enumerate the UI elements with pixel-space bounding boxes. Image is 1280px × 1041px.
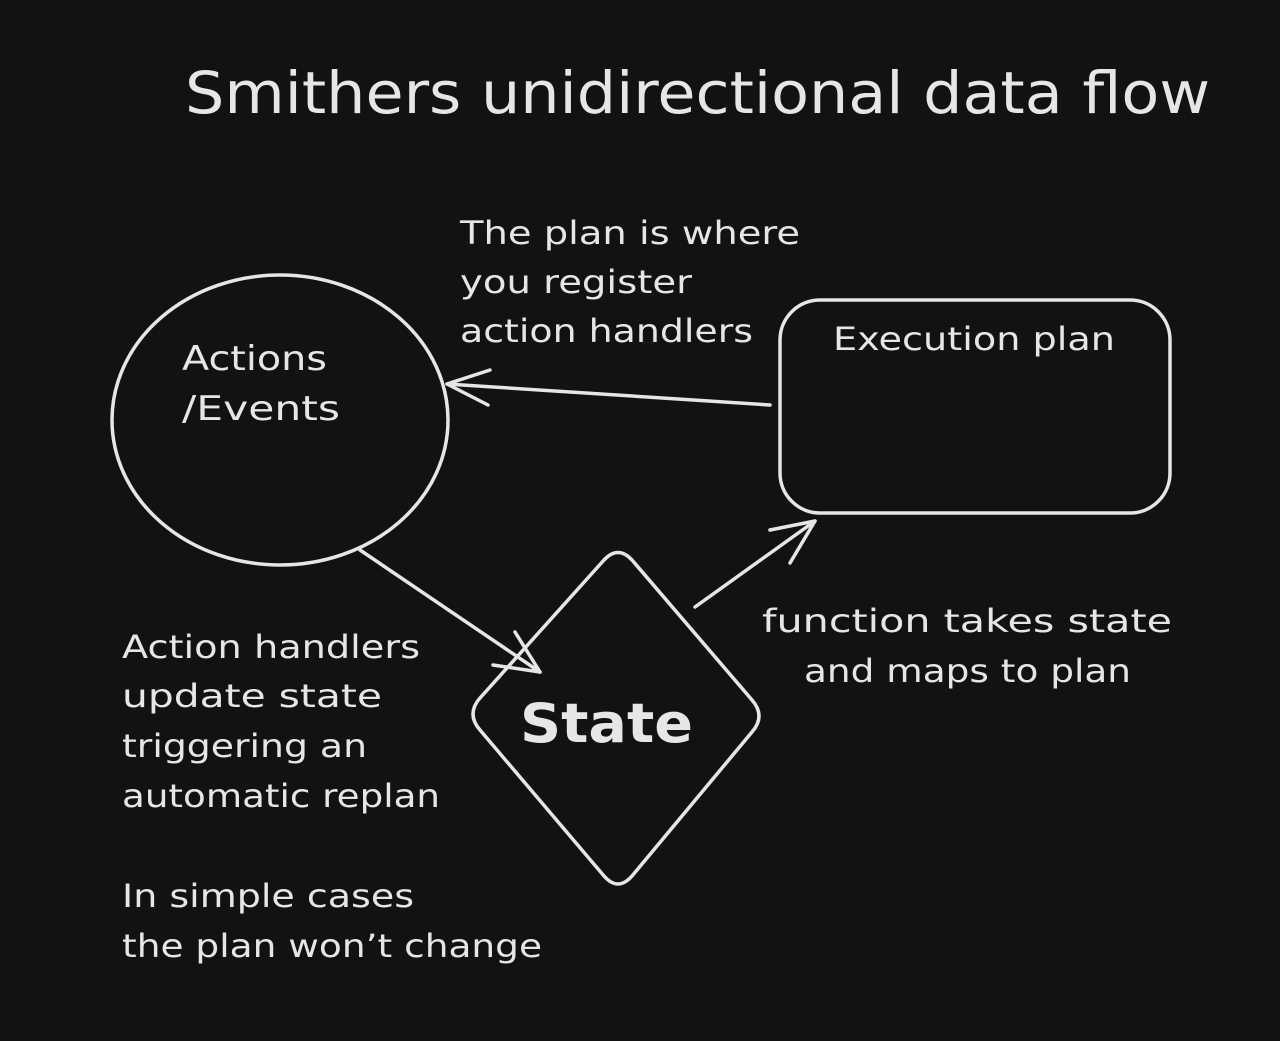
annotation-line: In simple cases [122, 877, 414, 915]
arrow-line [445, 382, 772, 407]
state-diamond [471, 550, 761, 886]
annotation-note: In simple cases the plan won’t change [122, 877, 542, 965]
arrow-actions-to-state [358, 548, 542, 674]
actions-ellipse [110, 273, 450, 567]
execution-plan-box [778, 298, 1172, 515]
state-node: State [471, 550, 761, 886]
arrow-line [358, 548, 542, 674]
arrowhead-icon [445, 368, 492, 407]
arrowhead-icon [768, 519, 817, 565]
arrow-state-to-plan [693, 519, 817, 609]
arrow-line [693, 519, 817, 609]
actions-node: Actions /Events [110, 273, 450, 567]
annotation-line: function takes state [762, 602, 1172, 640]
annotation-plan-to-actions: The plan is where you register action ha… [459, 214, 800, 350]
diagram-title: Smithers unidirectional data flow [185, 59, 1210, 127]
annotation-actions-to-state: Action handlers update state triggering … [122, 628, 440, 815]
state-label: State [520, 692, 693, 755]
annotation-line: the plan won’t change [122, 927, 542, 965]
annotation-line: automatic replan [122, 777, 440, 815]
actions-label: Actions [182, 339, 327, 379]
annotation-line: Action handlers [122, 628, 420, 666]
annotation-line: The plan is where [459, 214, 800, 252]
arrowhead-icon [491, 630, 542, 674]
events-label: /Events [182, 389, 340, 429]
execution-plan-label: Execution plan [833, 320, 1115, 358]
execution-plan-node: Execution plan [778, 298, 1172, 515]
annotation-state-to-plan: function takes state and maps to plan [762, 602, 1172, 690]
annotation-line: and maps to plan [804, 652, 1131, 690]
annotation-line: action handlers [460, 312, 753, 350]
annotation-line: you register [460, 263, 693, 301]
arrow-plan-to-actions [445, 368, 772, 407]
annotation-line: update state [122, 677, 382, 715]
annotation-line: triggering an [122, 727, 367, 765]
